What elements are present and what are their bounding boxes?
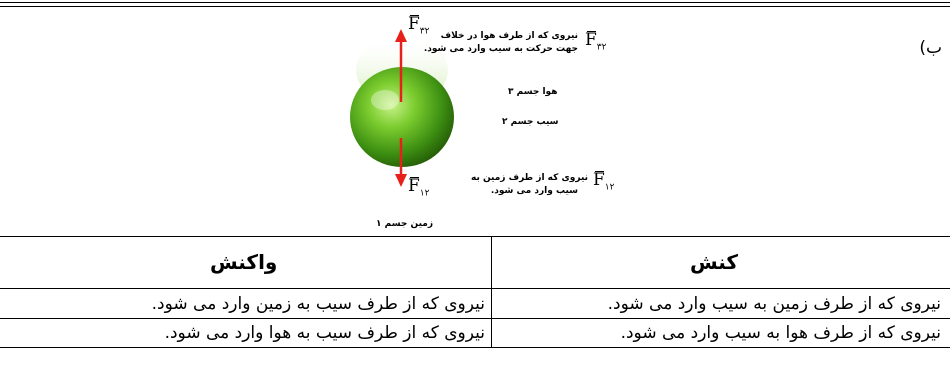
apple-label: سیب جسم ۲ xyxy=(502,117,559,127)
caption-force-12: نیروی که از طرف زمین به سیب وارد می شود. xyxy=(470,173,588,196)
table-rule-row1 xyxy=(0,318,950,319)
force-12-label: F۱۲ xyxy=(408,176,430,199)
caption-force-32-symbol: F۳۲ xyxy=(585,30,607,53)
apple-figure xyxy=(330,10,630,232)
apple-highlight xyxy=(371,90,399,110)
table-rule-header xyxy=(0,288,950,289)
row1-action: نیروی که از طرف زمین به سیب وارد می شود. xyxy=(607,294,941,314)
row1-reaction: نیروی که از طرف سیب به زمین وارد می شود. xyxy=(151,294,485,314)
part-label: ب) xyxy=(919,38,942,58)
header-reaction: واکنش xyxy=(210,250,278,274)
force-32-arrow-head xyxy=(395,29,407,42)
air-label: هوا جسم ۳ xyxy=(508,87,558,97)
caption-force-12-symbol: F۱۲ xyxy=(593,170,615,193)
earth-label: زمین جسم ۱ xyxy=(376,219,433,229)
row2-action: نیروی که از طرف هوا به سیب وارد می شود. xyxy=(620,323,941,343)
table-rule-row2 xyxy=(0,347,950,348)
apple-illustration xyxy=(350,29,454,187)
table-divider xyxy=(491,237,492,347)
apple-body xyxy=(350,67,454,167)
top-rule-2 xyxy=(0,6,950,7)
table-rule-top xyxy=(0,236,950,237)
header-action: کنش xyxy=(690,250,739,274)
top-rule-1 xyxy=(0,2,950,3)
caption-force-32: نیروی که از طرف هوا در خلاف جهت حرکت به … xyxy=(423,31,578,54)
force-32-label: F۳۲ xyxy=(408,14,430,37)
row2-reaction: نیروی که از طرف سیب به هوا وارد می شود. xyxy=(164,323,485,343)
force-12-arrow-head xyxy=(395,174,407,187)
